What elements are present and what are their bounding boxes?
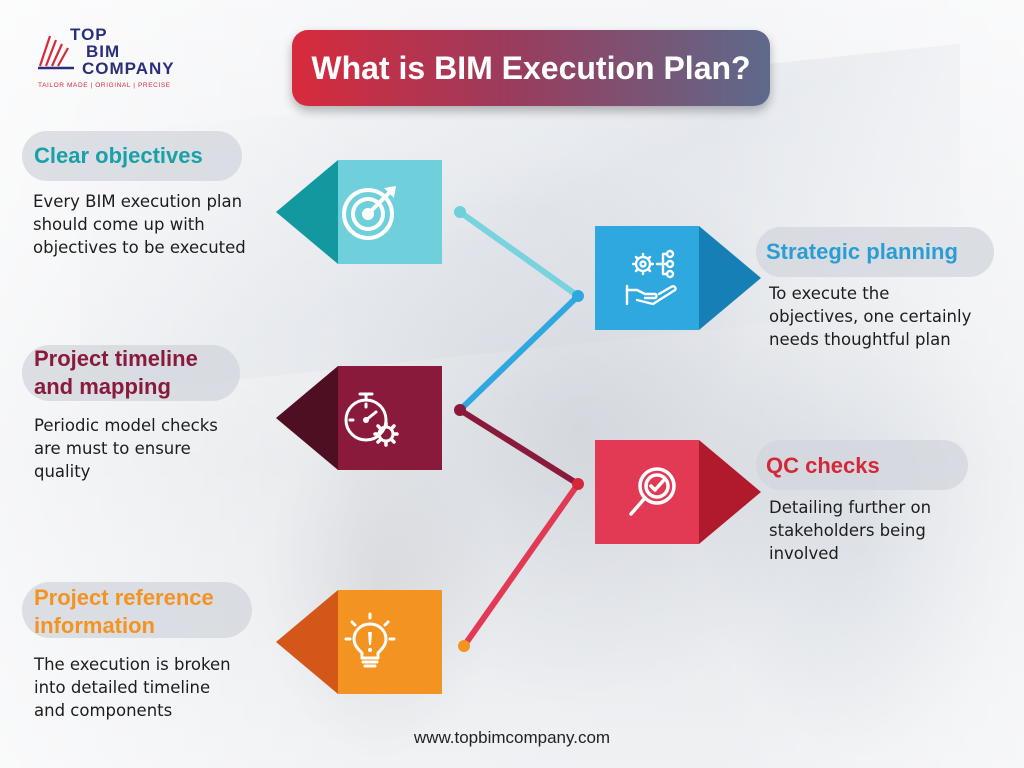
magnifier-check-icon bbox=[629, 467, 676, 516]
page-title: What is BIM Execution Plan? bbox=[311, 49, 751, 86]
heading-project-timeline: Project timeline and mapping bbox=[34, 346, 198, 399]
connector-teal bbox=[457, 209, 581, 299]
arrow-project-reference bbox=[276, 590, 442, 694]
footer-website[interactable]: www.topbimcompany.com bbox=[413, 728, 611, 747]
connector-red bbox=[461, 481, 581, 649]
heading-pill-qc-checks bbox=[756, 440, 968, 490]
logo-text-bim: BIM bbox=[86, 42, 121, 61]
desc-project-reference: The execution is broken into detailed ti… bbox=[34, 655, 231, 720]
connector-node-5 bbox=[458, 640, 470, 652]
heading-qc-checks: QC checks bbox=[766, 453, 880, 478]
arrow-project-timeline bbox=[276, 366, 442, 470]
target-icon bbox=[342, 186, 396, 240]
connector-node-1 bbox=[454, 206, 466, 218]
logo-mark-icon bbox=[38, 35, 74, 70]
heading-pill-project-timeline bbox=[22, 345, 240, 401]
connector-node-4 bbox=[572, 478, 584, 490]
connector-node-3 bbox=[454, 404, 466, 416]
heading-project-reference: Project reference information bbox=[34, 585, 214, 638]
heading-pill-strategic-planning bbox=[756, 227, 994, 277]
logo-tagline: TAILOR MADE | ORIGINAL | PRECISE bbox=[38, 82, 171, 89]
heading-pill-project-reference bbox=[22, 582, 252, 638]
heading-clear-objectives: Clear objectives bbox=[34, 143, 203, 168]
desc-project-timeline: Periodic model checks are must to ensure… bbox=[34, 416, 218, 481]
lightbulb-icon bbox=[344, 612, 396, 668]
heading-strategic-planning: Strategic planning bbox=[766, 239, 958, 264]
heading-pill-clear-objectives bbox=[22, 131, 242, 181]
desc-qc-checks: Detailing further on stakeholders being … bbox=[769, 498, 932, 563]
desc-strategic-planning: To execute the objectives, one certainly… bbox=[769, 284, 972, 349]
logo-text-top: TOP bbox=[70, 25, 108, 44]
title-banner: What is BIM Execution Plan? bbox=[292, 30, 770, 106]
connector-maroon bbox=[457, 407, 581, 487]
desc-clear-objectives: Every BIM execution plan should come up … bbox=[33, 192, 246, 257]
connector-node-2 bbox=[572, 290, 584, 302]
arrow-clear-objectives bbox=[276, 160, 442, 264]
stopwatch-gear-icon bbox=[344, 392, 399, 447]
hand-gears-icon bbox=[625, 249, 677, 306]
connector-blue bbox=[457, 293, 581, 413]
arrow-strategic-planning bbox=[595, 226, 761, 330]
arrow-qc-checks bbox=[595, 440, 761, 544]
logo-text-company: COMPANY bbox=[82, 59, 175, 78]
company-logo[interactable]: TOP BIM COMPANY TAILOR MADE | ORIGINAL |… bbox=[34, 22, 204, 94]
